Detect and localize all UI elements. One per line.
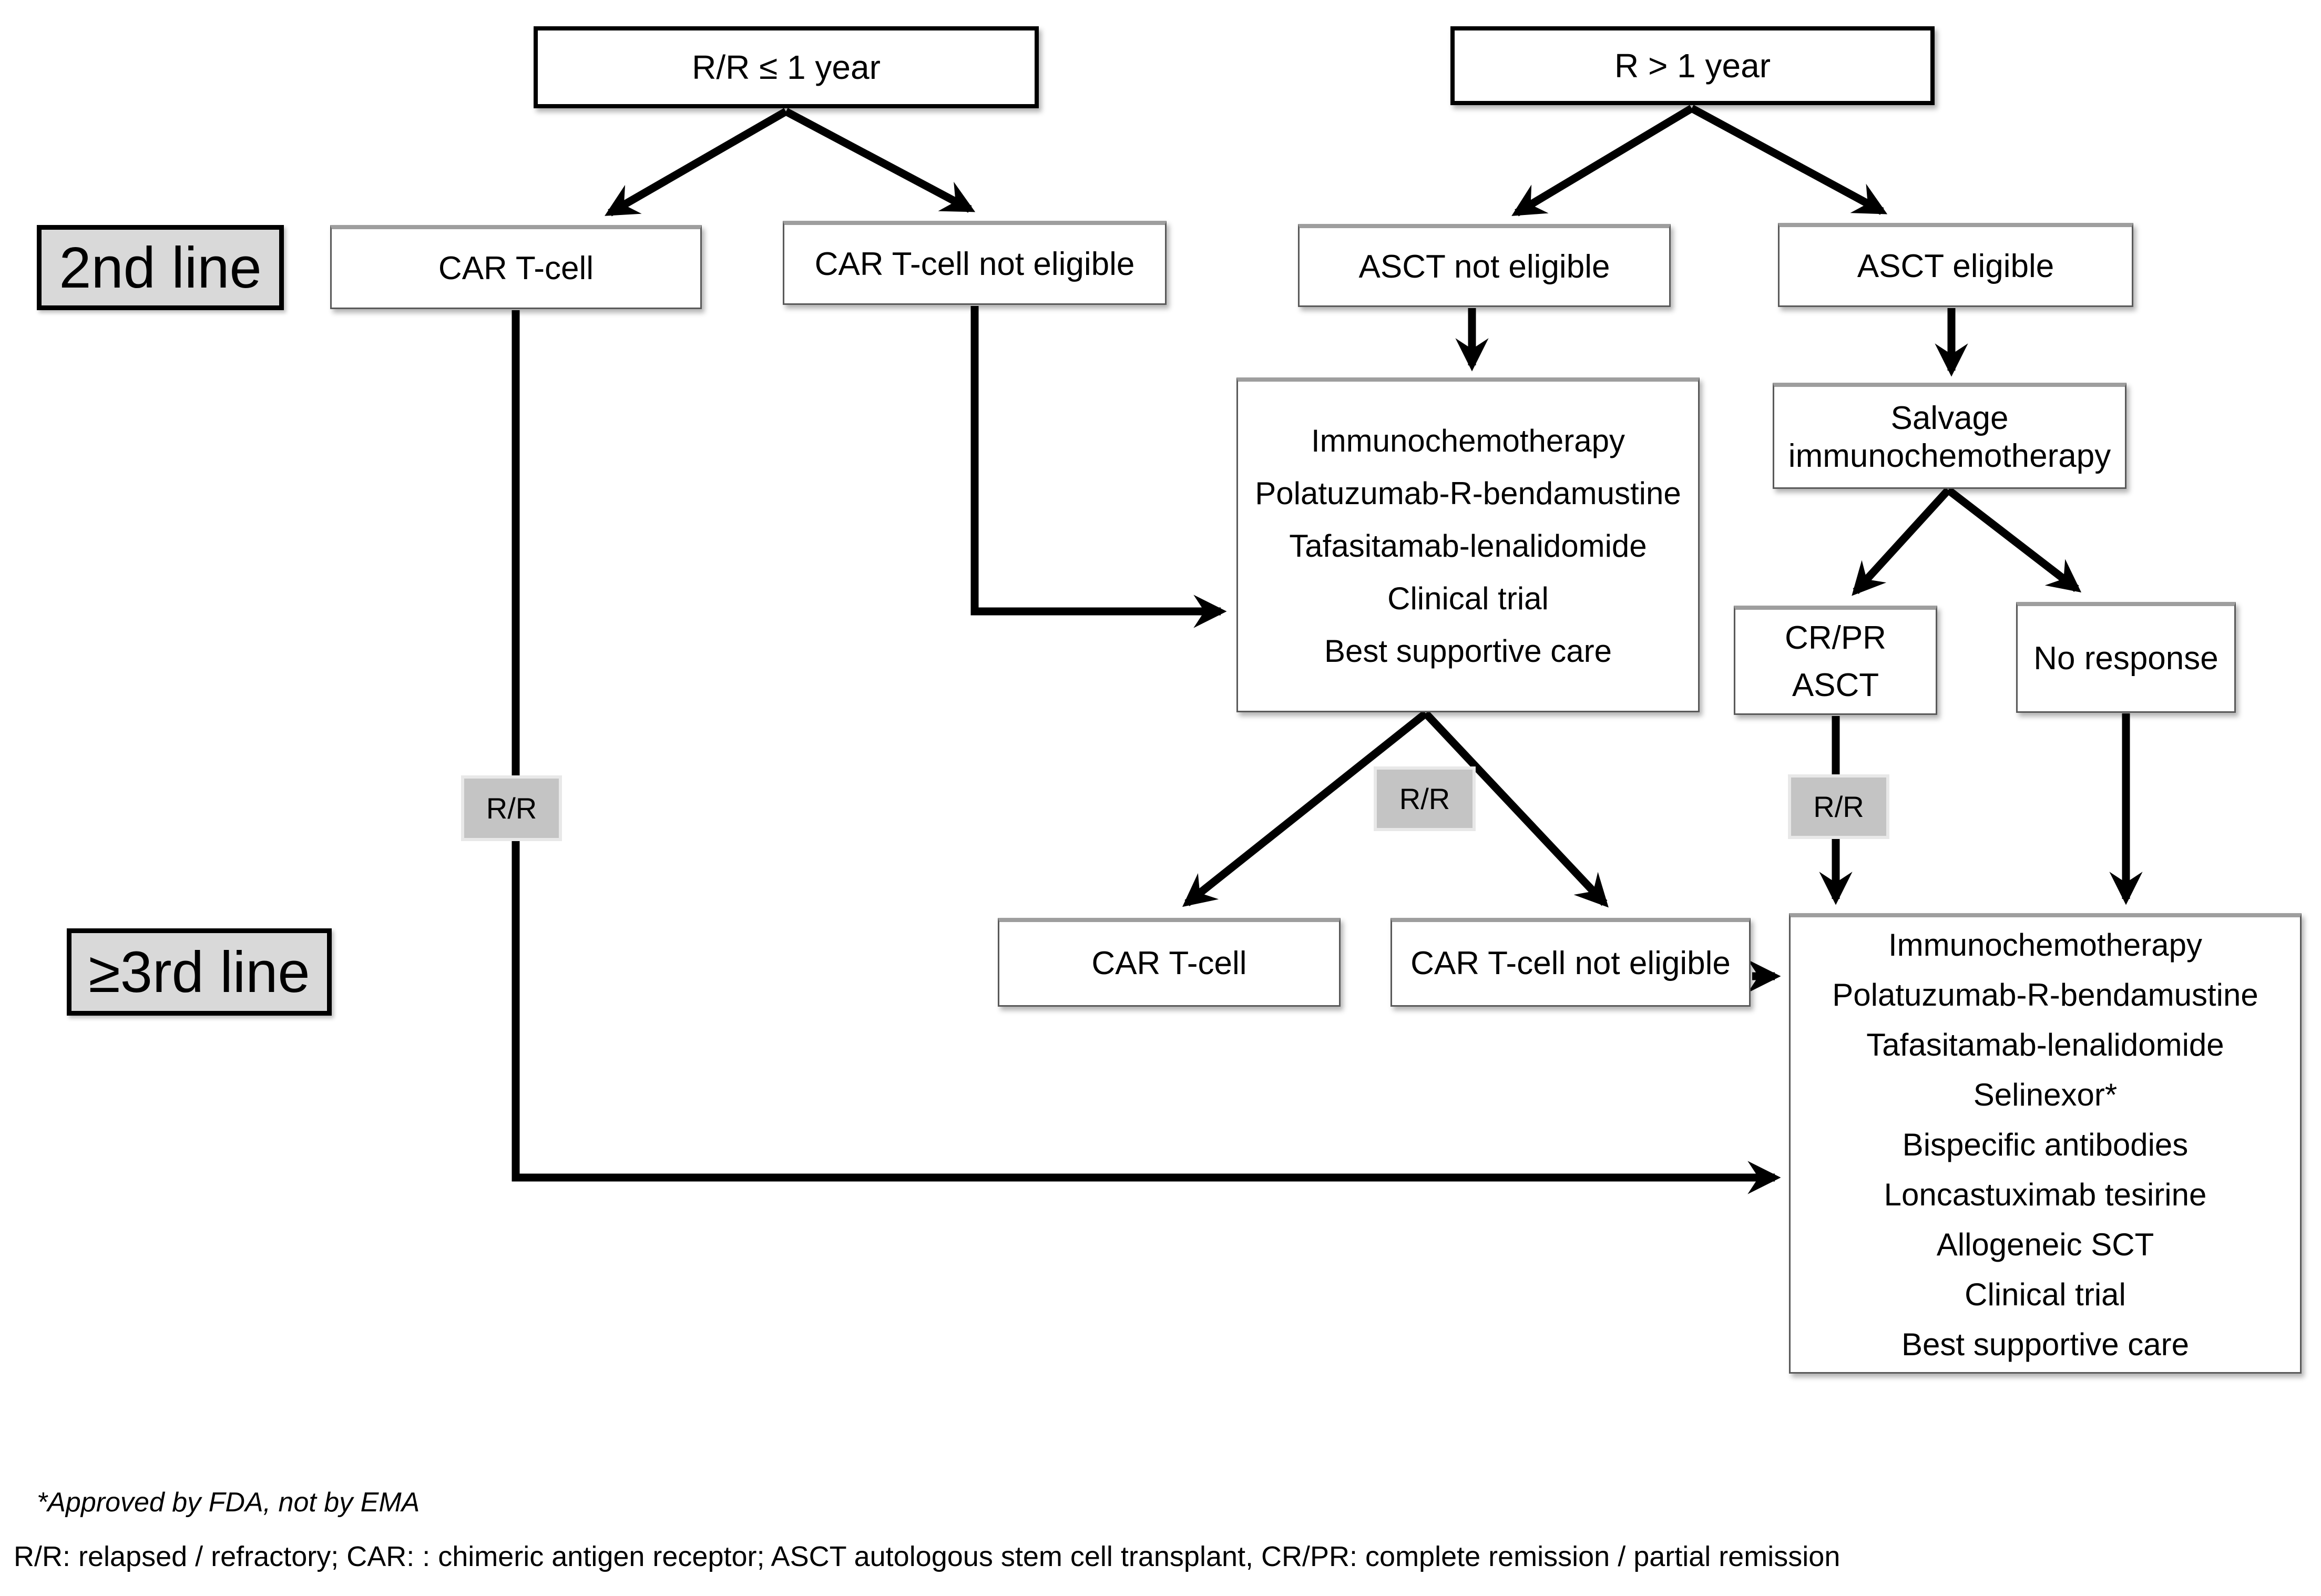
node-car-t-cell-3rd-line: CAR T-cell — [998, 918, 1341, 1007]
rr-badge-left: R/R — [461, 775, 562, 841]
node-asct-eligible: ASCT eligible — [1778, 223, 2133, 307]
option-item: Allogeneic SCT — [1936, 1227, 2154, 1262]
node-salvage-immunochemotherapy: Salvage immunochemotherapy — [1773, 383, 2126, 489]
option-item: Polatuzumab-R-bendamustine — [1832, 977, 2258, 1012]
option-item: Selinexor* — [1973, 1077, 2118, 1112]
option-item: Clinical trial — [1387, 581, 1549, 616]
node-asct-not-eligible-options: Immunochemotherapy Polatuzumab-R-bendamu… — [1236, 377, 1700, 712]
option-item: Immunochemotherapy — [1311, 423, 1625, 458]
option-item: Clinical trial — [1965, 1277, 2126, 1312]
node-asct-not-eligible: ASCT not eligible — [1298, 224, 1671, 307]
cr-pr-text: CR/PR — [1785, 620, 1886, 657]
option-item: Immunochemotherapy — [1888, 927, 2202, 963]
option-item: Best supportive care — [1324, 633, 1612, 669]
node-car-t-cell-2nd-line: CAR T-cell — [330, 225, 702, 309]
rr-badge-right: R/R — [1788, 774, 1889, 839]
footnote-approval: *Approved by FDA, not by EMA — [37, 1487, 420, 1518]
node-no-response: No response — [2016, 602, 2236, 713]
node-third-line-options: Immunochemotherapy Polatuzumab-R-bendamu… — [1789, 913, 2302, 1374]
node-cr-pr-asct: CR/PR ASCT — [1734, 606, 1937, 715]
option-item: Loncastuximab tesirine — [1884, 1177, 2207, 1212]
condition-relapse-after-1-year: R > 1 year — [1450, 26, 1935, 105]
option-item: Polatuzumab-R-bendamustine — [1255, 476, 1681, 511]
third-line-option-list: Immunochemotherapy Polatuzumab-R-bendamu… — [1832, 920, 2258, 1369]
rr-badge-middle: R/R — [1374, 766, 1476, 831]
stage-label-second-line: 2nd line — [37, 225, 284, 310]
option-item: Best supportive care — [1901, 1327, 2189, 1362]
option-item: Tafasitamab-lenalidomide — [1866, 1027, 2224, 1062]
node-car-t-not-eligible-2nd-line: CAR T-cell not eligible — [783, 221, 1167, 305]
asct-text: ASCT — [1792, 667, 1879, 703]
condition-relapse-within-1-year: R/R ≤ 1 year — [534, 26, 1039, 108]
stage-label-third-line: ≥3rd line — [67, 928, 332, 1016]
footnote-abbreviations: R/R: relapsed / refractory; CAR: : chime… — [14, 1541, 1841, 1572]
asct-not-eligible-option-list: Immunochemotherapy Polatuzumab-R-bendamu… — [1255, 415, 1681, 678]
option-item: Bispecific antibodies — [1902, 1127, 2189, 1162]
node-car-t-not-eligible-3rd-line: CAR T-cell not eligible — [1390, 918, 1751, 1007]
option-item: Tafasitamab-lenalidomide — [1289, 528, 1647, 564]
